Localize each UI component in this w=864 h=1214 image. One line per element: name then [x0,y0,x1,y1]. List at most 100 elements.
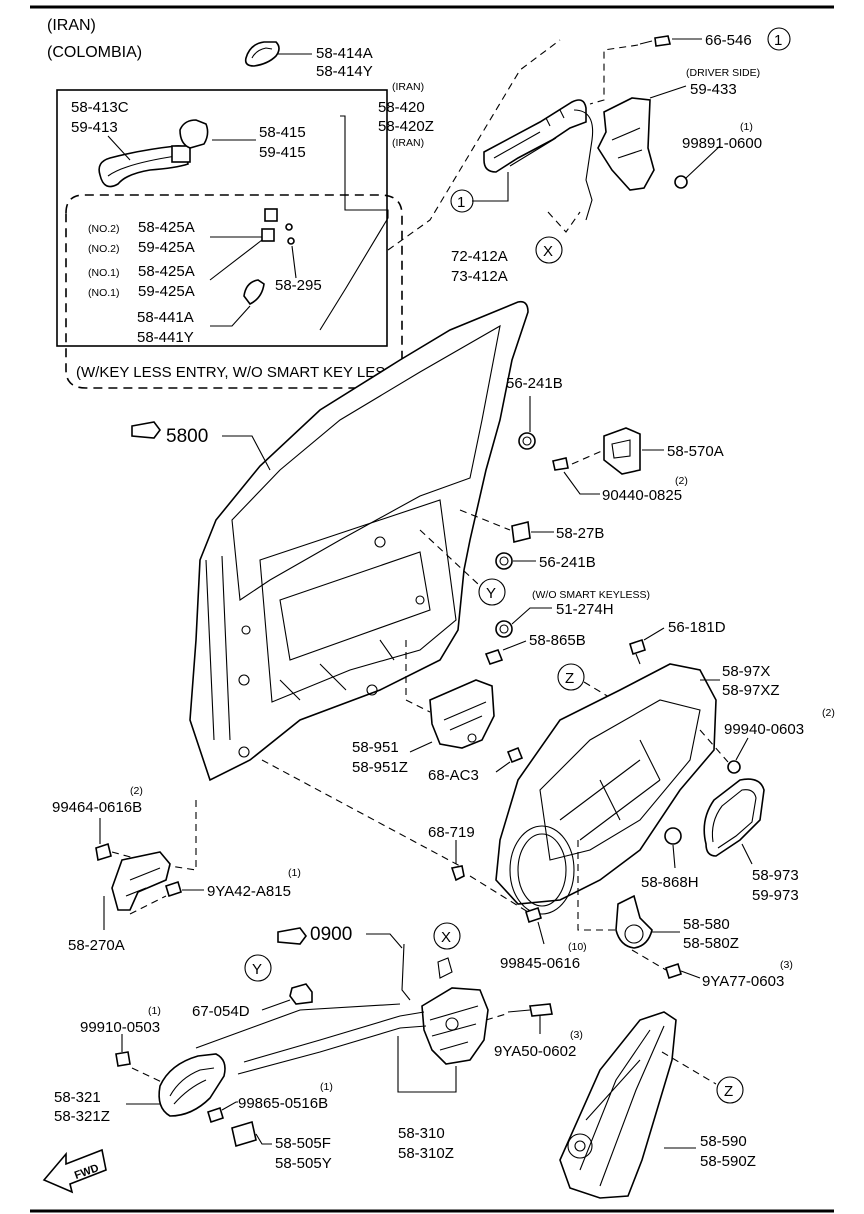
grommet-56-241b-top-inner [522,436,532,446]
label-58-310: 58-310 [398,1125,445,1142]
label-9ya50: 9YA50-0602 [494,1043,576,1060]
clip-b [287,237,295,245]
carrier-panel-58-97x [495,663,717,905]
label-59-415: 59-415 [259,144,306,161]
callout-x-top-text: X [543,243,553,260]
label-99940: 99940-0603 [724,721,804,738]
label-58-425-2: 59-425A [138,239,195,256]
grommet-mid-group: 56-241B [495,552,596,571]
label-56-181d: 56-181D [668,619,726,636]
dash-y-mid [419,529,479,585]
label-58-321: 58-321 [54,1089,101,1106]
note-58-420-top: (IRAN) [392,81,424,93]
leader-9ya77 [680,970,701,979]
label-58-951z: 58-951Z [352,759,408,776]
label-58-441y: 58-441Y [137,329,194,346]
dash-9ya42 [129,895,167,915]
window-motor [615,894,653,949]
leader-51-274h [511,607,552,625]
leader-99940 [735,737,749,761]
door-hinge-edge [205,555,231,741]
handle-cap [179,119,209,149]
lock-cable-2 [237,1025,427,1075]
label-58-27b: 58-27B [556,525,604,542]
leader-58-413 [107,135,131,161]
regulator-drum-inner [574,1140,586,1152]
dash-top-box-link [387,39,561,251]
label-58-310z: 58-310Z [398,1145,454,1162]
sensor-no2 [264,208,278,222]
label-56-241b-mid: 56-241B [539,554,596,571]
hinge-group: (2) 99464-0616B 58-270A (1) 9YA42-A815 [52,785,301,954]
label-99910: 99910-0503 [80,1019,160,1036]
qty-99845: (10) [568,941,587,953]
carrier-panel-inner [539,699,701,861]
qty-99464: (2) [130,785,143,797]
door-hole-3 [241,625,251,635]
qty-9ya42: (1) [288,867,301,879]
leader-58-951 [409,741,433,753]
outer-door-handle-groove [107,155,177,177]
label-68-719: 68-719 [428,824,475,841]
door-rib-details [279,639,395,701]
striker-group: 58-570A (2) 90440-0825 [552,427,724,504]
label-99845: 99845-0616 [500,955,580,972]
screw-99865 [207,1106,224,1124]
door-hinge-58-270a [111,851,171,911]
label-5800: 5800 [166,426,208,447]
screw-56-181d-group: 56-181D [629,619,726,665]
bolt-9ya42 [165,880,182,898]
bolt-90440 [552,457,569,471]
clip-a [285,223,293,231]
screw-cover-58-505 [231,1120,257,1148]
grommet-56-241b-mid-inner [499,556,509,566]
handle-cover-plate [597,97,655,191]
note-59-433: (DRIVER SIDE) [686,67,760,79]
plug-51-274h [495,620,513,638]
regulator-drum [567,1133,593,1159]
callout-1-mid-text: 1 [457,194,465,211]
leader-67-054d [261,999,291,1011]
outer-handle-end [171,145,191,163]
prefix-58-425-1: (NO.2) [88,223,120,235]
lock-group: 0900 X 58-310 58-310Z (3) 9YA50-0602 Y 6… [42,922,583,1194]
label-58-570a: 58-570A [667,443,724,460]
callout-y-bottom [244,954,272,982]
dash-58-27b [459,509,511,531]
lock-cable-upper [401,943,411,1001]
callout-y-mid-text: Y [486,585,496,602]
seal-58-27b [511,521,531,543]
label-9ya77: 9YA77-0603 [702,973,784,990]
dash-rod-x [547,211,581,233]
label-58-270a: 58-270A [68,937,125,954]
clip-68-ac3 [506,746,524,764]
header-line-1: (IRAN) [47,17,96,34]
screw-9ya50-shank [507,1009,531,1013]
callout-z-bottom [716,1076,744,1104]
handle-frame-detail [493,109,565,167]
prefix-58-425-2: (NO.2) [88,243,120,255]
handle-frame [483,99,587,173]
leader-0900 [366,933,403,949]
callout-y-mid [478,578,506,606]
nut-99940 [727,760,741,774]
callout-x-top [535,236,563,264]
label-58-97x: 58-97X [722,663,770,680]
leader-58-441 [210,305,251,327]
qty-90440: (2) [675,475,688,487]
leader-68-ac3 [495,761,511,773]
leader-99891 [685,145,721,179]
label-58-590: 58-590 [700,1133,747,1150]
door-hole-2 [238,674,250,686]
qty-9ya77: (3) [780,959,793,971]
label-59-433: 59-433 [690,81,737,98]
dash-66-546 [589,44,639,105]
window-regulator-rails [579,1025,665,1187]
callout-1-top-text: 1 [774,32,782,49]
label-58-425-1: 58-425A [138,219,195,236]
speaker-opening [509,825,575,915]
label-58-580z: 58-580Z [683,935,739,952]
leader-99865 [221,1101,238,1111]
carrier-panel-ribs [559,739,661,841]
